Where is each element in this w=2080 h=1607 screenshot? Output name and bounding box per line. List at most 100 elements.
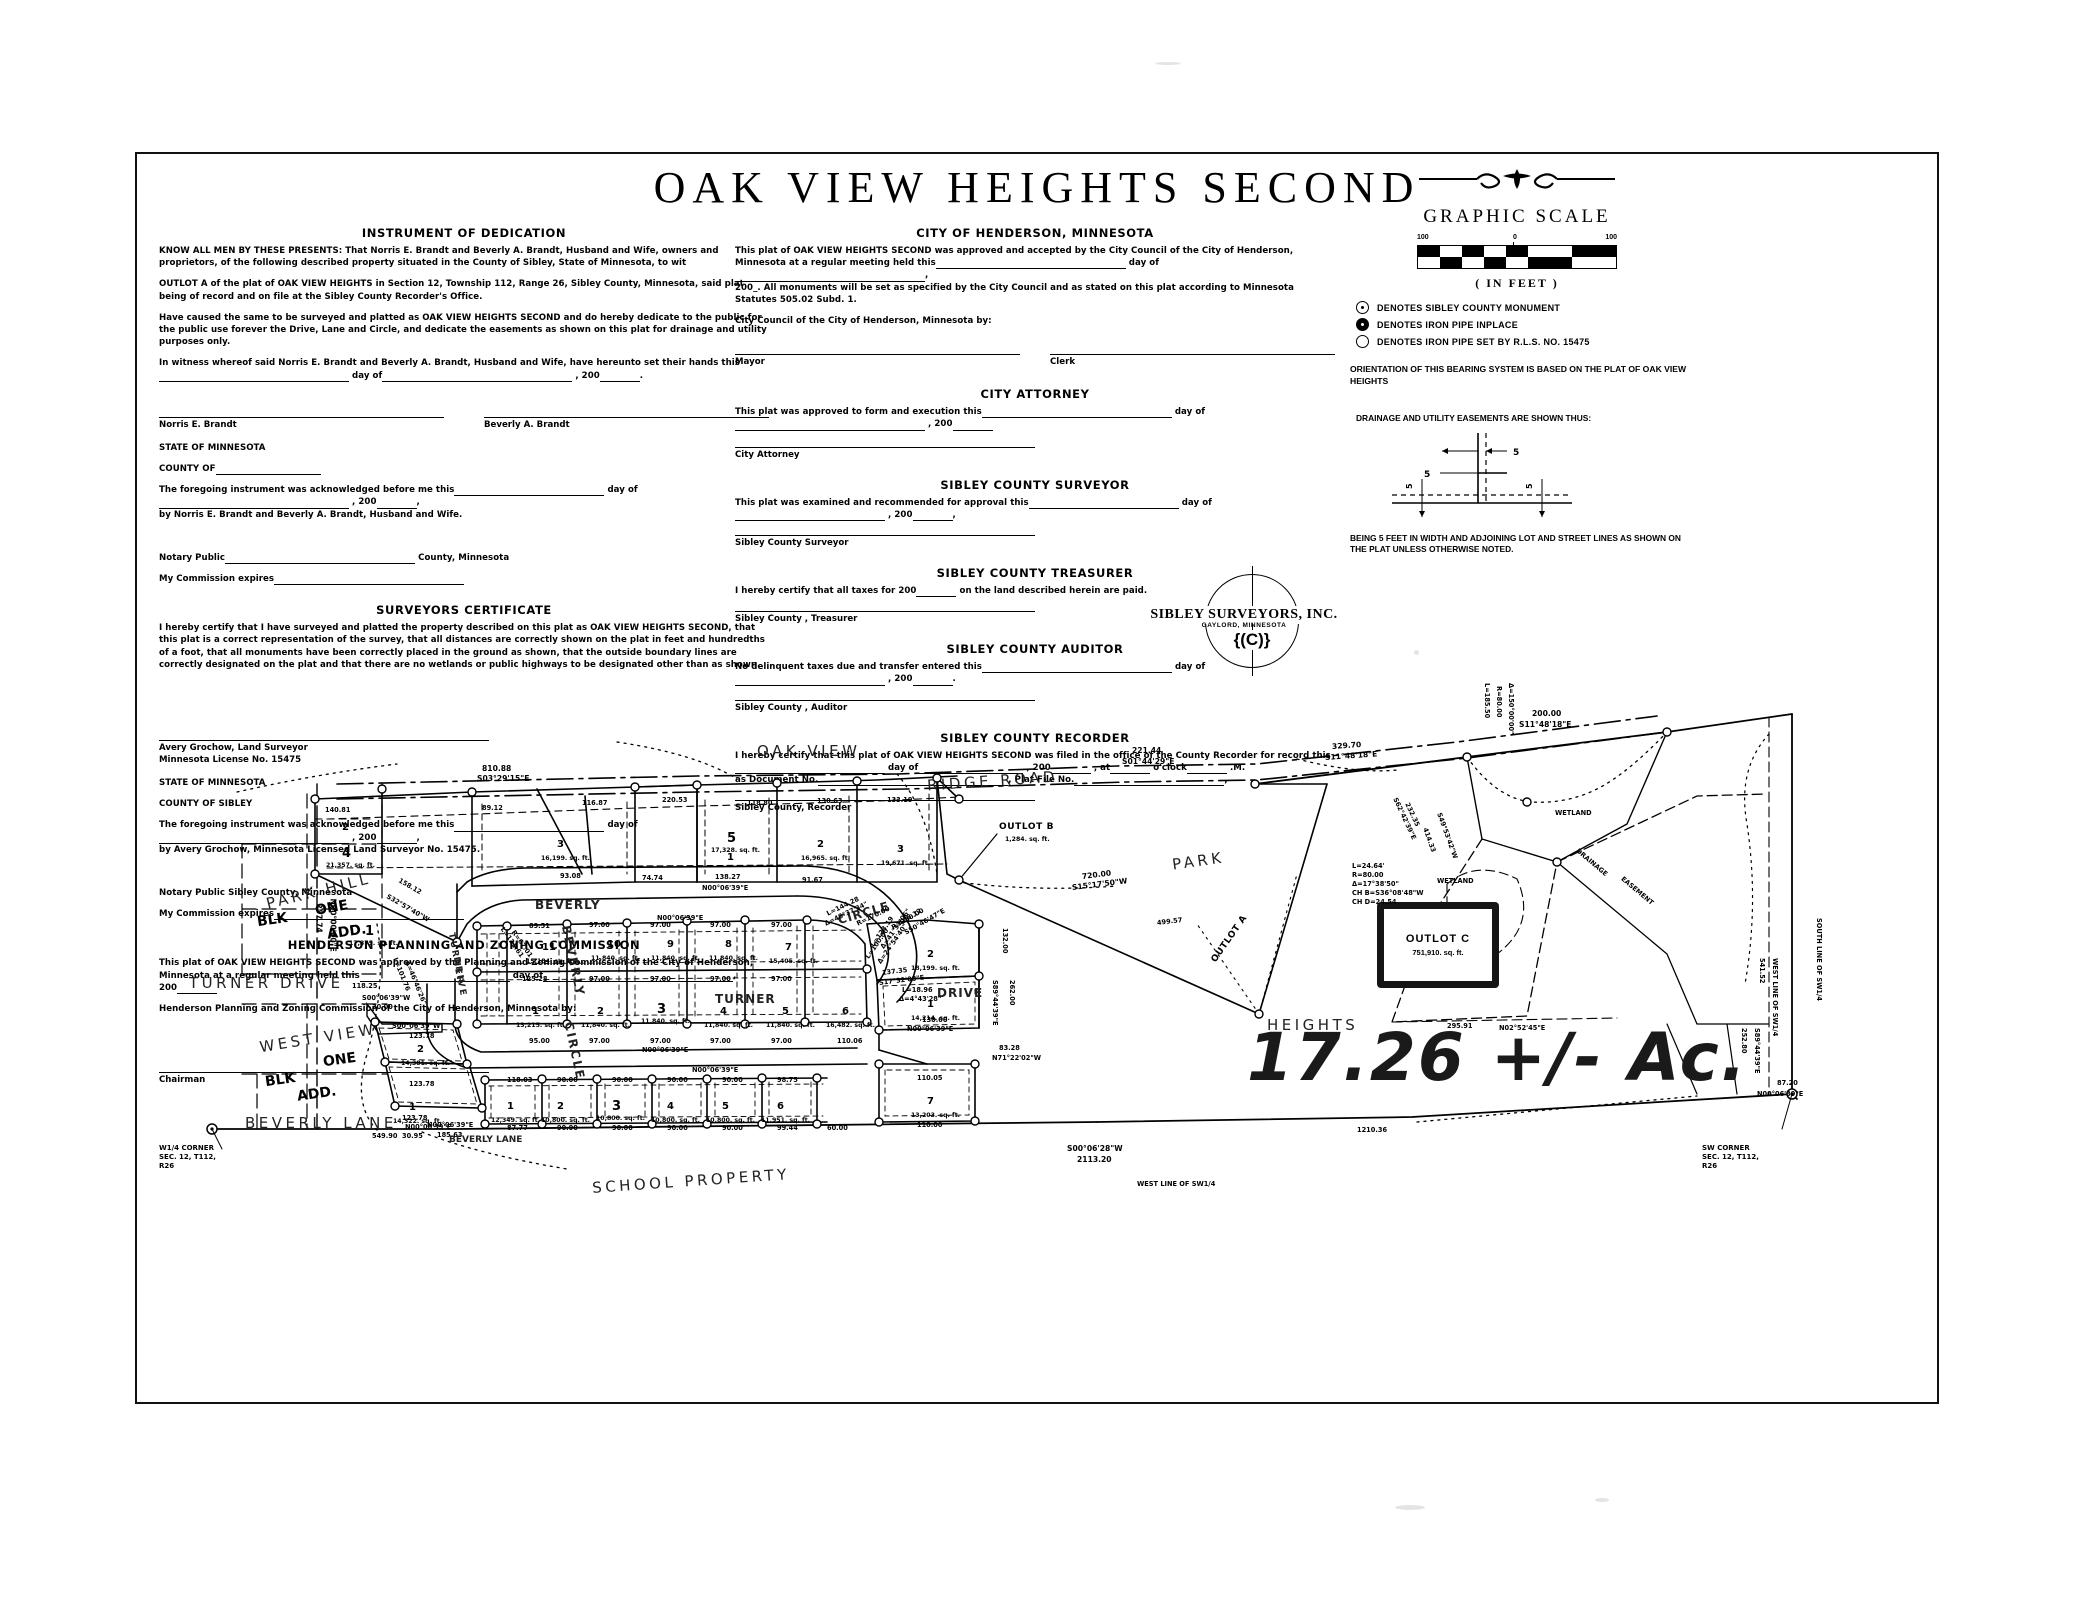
ded-ack-month-blank[interactable] bbox=[159, 507, 349, 509]
legend-label-iron-pipe-inplace: DENOTES IRON PIPE INPLACE bbox=[1377, 319, 1519, 330]
bearing-dimension-label: 97.00 bbox=[710, 975, 731, 983]
street-label-turner: TURNER bbox=[715, 992, 776, 1006]
beverly-signature-label: Beverly A. Brandt bbox=[484, 419, 570, 430]
dedication-county-blank[interactable] bbox=[215, 474, 321, 476]
city-attorney-heading: CITY ATTORNEY bbox=[980, 387, 1090, 402]
bearing-dimension-label: S00°06'28"W bbox=[1067, 1144, 1123, 1153]
ded-ack-day-blank[interactable] bbox=[454, 495, 605, 497]
city-attorney-body: This plat was approved to form and execu… bbox=[735, 407, 1206, 431]
bearing-dimension-label: N00°06'39"E bbox=[692, 1066, 739, 1074]
street-label-turner-drive-west: TURNER DRIVE bbox=[189, 974, 344, 992]
ct-year-blank[interactable] bbox=[916, 596, 957, 598]
bearing-dimension-label: WEST LINE OF SW1/4 bbox=[1137, 1180, 1216, 1188]
lot-number: 3 bbox=[897, 844, 904, 855]
easement-note: BEING 5 FEET IN WIDTH AND ADJOINING LOT … bbox=[1350, 532, 1681, 554]
ca-month-blank[interactable] bbox=[735, 429, 925, 431]
bearing-dimension-label: 74.74 bbox=[642, 874, 663, 882]
county-auditor-label: Sibley County , Auditor bbox=[735, 702, 848, 713]
bearing-dimension-label: 123.78 bbox=[409, 1080, 435, 1088]
cs-year-blank[interactable] bbox=[912, 520, 953, 522]
pc-day-blank[interactable] bbox=[359, 980, 510, 982]
sur-commission-blank[interactable] bbox=[274, 919, 465, 921]
county-surveyor-signature-line[interactable] bbox=[735, 535, 1035, 537]
bearing-dimension-label: 97.00 bbox=[771, 975, 792, 983]
surveyor-signature-line[interactable] bbox=[159, 740, 489, 742]
ca-day-blank[interactable] bbox=[981, 417, 1172, 419]
pc-year-blank[interactable] bbox=[177, 993, 218, 995]
city-henderson-body: This plat of OAK VIEW HEIGHTS SECOND was… bbox=[735, 246, 1294, 305]
bearing-dimension-label: 97.00 bbox=[771, 1037, 792, 1045]
lot-number: 7 bbox=[927, 1096, 934, 1107]
cau-month-blank[interactable] bbox=[735, 684, 885, 686]
cs-day-blank[interactable] bbox=[1028, 507, 1179, 509]
graphic-scale-bar: 100 0 100 bbox=[1417, 234, 1617, 269]
bearing-dimension-label: N00°06'39"E bbox=[1757, 1090, 1804, 1098]
coh-day-blank[interactable] bbox=[935, 268, 1126, 270]
cau-year-blank[interactable] bbox=[912, 684, 953, 686]
cau-day-blank[interactable] bbox=[981, 672, 1172, 674]
ded-commission-blank[interactable] bbox=[274, 584, 465, 586]
plat-sheet: OAK VIEW HEIGHTS SECOND INSTRUMENT OF DE… bbox=[135, 152, 1939, 1404]
dedication-paragraph-4: In witness whereof said Norris E. Brandt… bbox=[159, 358, 740, 382]
bearing-dimension-label: 97.00 bbox=[710, 921, 731, 929]
ded-notary-blank[interactable] bbox=[225, 563, 416, 565]
beverly-signature-line[interactable] bbox=[484, 416, 769, 418]
bearing-dimension-label: 118.25 bbox=[352, 982, 378, 990]
scale-units-label: ( IN FEET ) bbox=[1475, 276, 1559, 290]
dedication-paragraph-1: KNOW ALL MEN BY THESE PRESENTS: That Nor… bbox=[159, 246, 719, 269]
county-treasurer-signature-line[interactable] bbox=[735, 611, 1035, 613]
svg-text:5: 5 bbox=[1405, 483, 1414, 489]
bearing-dimension-label: 90.00 bbox=[557, 1124, 578, 1132]
legend-label-monument: DENOTES SIBLEY COUNTY MONUMENT bbox=[1377, 302, 1561, 313]
county-auditor-signature-line[interactable] bbox=[735, 699, 1035, 701]
ded-ack-year-blank[interactable] bbox=[376, 507, 417, 509]
ca-year-blank[interactable] bbox=[952, 429, 993, 431]
bearing-dimension-label: 60.00 bbox=[827, 1124, 848, 1132]
chairman-signature-line[interactable] bbox=[159, 1072, 489, 1074]
bearing-dimension-label: 97.00 bbox=[650, 975, 671, 983]
lot-area: 11,951. sq. ft. bbox=[761, 1117, 810, 1124]
lot-number: 4 bbox=[720, 1006, 727, 1017]
county-recorder-heading: SIBLEY COUNTY RECORDER bbox=[940, 730, 1130, 745]
lot-area: 13,203. sq. ft. bbox=[911, 1112, 960, 1119]
street-label-oak-view: OAK VIEW bbox=[757, 742, 861, 760]
bearing-dimension-label: N71°22'02"W bbox=[992, 1054, 1042, 1062]
lot-number: 1 bbox=[927, 999, 934, 1010]
planning-commission-heading: HENDERSON PLANNING AND ZONING COMMISSION bbox=[287, 938, 641, 953]
svg-text:5: 5 bbox=[1525, 483, 1534, 489]
lot-area: 14,214. sq. ft. bbox=[911, 1015, 960, 1022]
bearing-dimension-label: 97.00 bbox=[589, 1037, 610, 1045]
clerk-signature-line[interactable] bbox=[1050, 354, 1335, 356]
bearing-dimension-label: 130.00 bbox=[922, 1016, 948, 1024]
bearing-dimension-label: N00°06'39"E bbox=[702, 884, 749, 892]
cr-docno-blank[interactable] bbox=[818, 785, 1009, 787]
norris-signature-line[interactable] bbox=[159, 416, 444, 418]
pc-month-blank[interactable] bbox=[543, 980, 734, 982]
planning-commission-byline: Henderson Planning and Zoning Commission… bbox=[159, 1004, 577, 1015]
legend-item-iron-pipe-inplace: DENOTES IRON PIPE INPLACE bbox=[1356, 318, 1692, 331]
county-auditor-heading: SIBLEY COUNTY AUDITOR bbox=[946, 642, 1124, 657]
cs-month-blank[interactable] bbox=[735, 520, 885, 522]
lot-area: 10,800. sq. ft. bbox=[706, 1117, 755, 1124]
dedication-day-blank[interactable] bbox=[159, 380, 349, 382]
legend-item-monument: DENOTES SIBLEY COUNTY MONUMENT bbox=[1356, 301, 1692, 314]
surveyor-county-label: COUNTY OF SIBLEY bbox=[159, 799, 253, 810]
mayor-signature-line[interactable] bbox=[735, 354, 1020, 356]
city-attorney-signature-line[interactable] bbox=[735, 446, 1035, 448]
outlot-b-area: 1,284. sq. ft. bbox=[1005, 836, 1050, 843]
bearing-dimension-label: 138.27 bbox=[715, 873, 741, 881]
lot-number: 2 bbox=[817, 839, 824, 850]
bearing-dimension-label: 90.00 bbox=[722, 1124, 743, 1132]
bearing-dimension-label: S01°44'29"E bbox=[1122, 757, 1175, 766]
dedication-year-blank[interactable] bbox=[599, 380, 640, 382]
surveyor-license-label: Minnesota License No. 15475 bbox=[159, 755, 302, 766]
dedication-acknowledgement: The foregoing instrument was acknowledge… bbox=[159, 485, 638, 520]
dedication-month-blank[interactable] bbox=[382, 380, 573, 382]
bearing-dimension-label: 295.91 bbox=[1447, 1022, 1473, 1030]
coh-month-blank[interactable] bbox=[735, 280, 925, 282]
sur-ack-day-blank[interactable] bbox=[454, 830, 605, 832]
bearing-dimension-label: N02°52'45"E bbox=[1499, 1024, 1546, 1032]
bearing-dimension-label: 90.00 bbox=[612, 1124, 633, 1132]
corner-note-w14: W1/4 CORNER SEC. 12, T112, R26 bbox=[159, 1144, 216, 1170]
cr-platfile-blank[interactable] bbox=[1074, 785, 1225, 787]
